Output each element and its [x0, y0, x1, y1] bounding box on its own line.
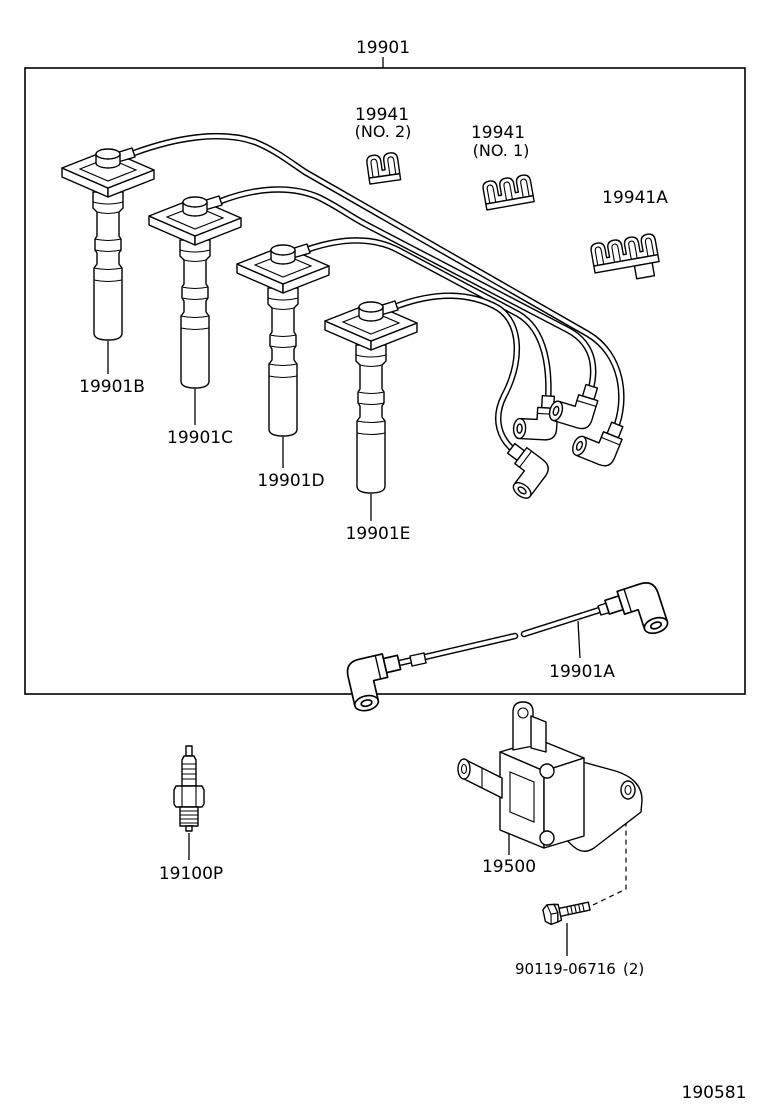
cord-a-leader: [577, 620, 581, 659]
bolt: [542, 901, 591, 926]
clamp-no1: [482, 174, 535, 211]
bolt-guide-line: [592, 824, 627, 906]
wire-set-label: 19901: [356, 38, 410, 58]
cord-e-label: 19901E: [346, 524, 411, 544]
plug-label: 19100P: [159, 864, 223, 884]
wire-set-frame: [24, 67, 746, 695]
high-tension-wires: [130, 132, 625, 456]
clamp-no1-part-label: 19941: [471, 123, 525, 143]
coil-label: 19500: [482, 857, 536, 877]
elbow-boot-4: [490, 439, 554, 502]
figure-number: 190581: [682, 1083, 747, 1103]
bolt-qty-label: (2): [623, 960, 644, 978]
clamp-no2-part-label: 19941: [355, 105, 409, 125]
bolt-part-label: 90119-06716: [515, 960, 616, 978]
cord-a-left-boot: [344, 649, 409, 714]
spark-plug: [173, 745, 205, 832]
cord-c-label: 19901C: [167, 428, 233, 448]
cord-d-label: 19901D: [257, 471, 324, 491]
cord-b-label: 19901B: [79, 377, 145, 397]
cord-d: [236, 243, 330, 437]
cord-a-right-boot: [602, 578, 671, 646]
clamp-no2: [366, 152, 402, 185]
clamp-a: [590, 233, 660, 280]
cord-c: [148, 195, 242, 389]
ignition-coil: [457, 701, 643, 852]
clamp-a-label: 19941A: [602, 188, 668, 208]
clamp-no2-note-label: (NO. 2): [355, 122, 412, 141]
cord-b: [61, 147, 155, 341]
cord-a: [391, 600, 616, 668]
cord-e: [324, 300, 418, 494]
cord-a-label: 19901A: [549, 662, 615, 682]
clamp-no1-note-label: (NO. 1): [473, 141, 530, 160]
